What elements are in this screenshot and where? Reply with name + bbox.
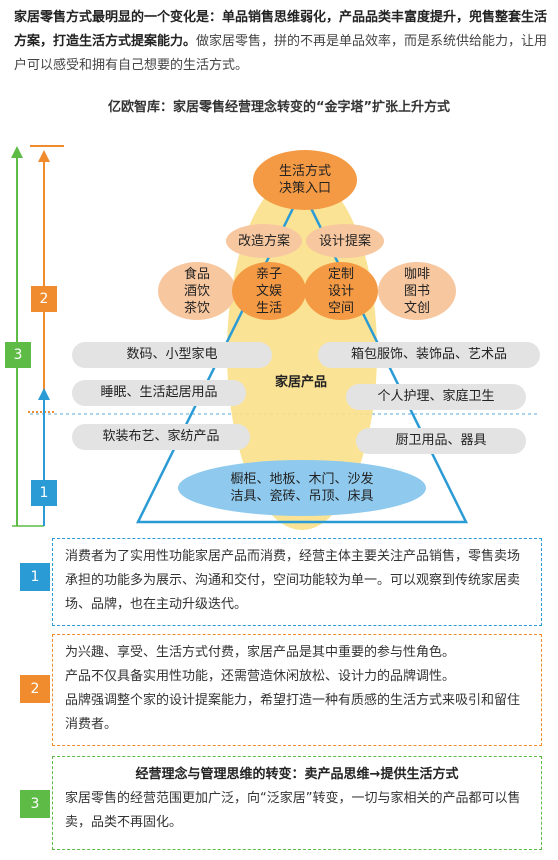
box-tag-1: 1	[20, 563, 50, 591]
box-tag-2: 2	[20, 675, 50, 703]
pill-digital: 数码、小型家电	[72, 342, 272, 368]
intro-normal: 做家居零售，拼的不再是单品效率，而是系统供给能力，让用户可以感受和拥有自己想要的…	[14, 34, 548, 73]
food-node: 食品 酒饮 茶饮	[158, 262, 236, 320]
home-products-label: 家居产品	[274, 374, 327, 390]
box2-line1: 为兴趣、享受、生活方式付费，家居产品是其中重要的参与性角色。	[65, 645, 456, 660]
box3-title: 经营理念与管理思维的转变：卖产品思维→提供生活方式	[135, 767, 459, 782]
arrow-3-head	[11, 146, 23, 158]
explain-box-2: 为兴趣、享受、生活方式付费，家居产品是其中重要的参与性角色。 产品不仅具备实用性…	[52, 634, 542, 746]
pill-sleep: 睡眠、生活起居用品	[72, 380, 246, 406]
arrow-label-1: 1	[31, 480, 57, 506]
design-proposal-node: 设计提案	[306, 224, 384, 258]
pill-kitchen: 厨卫用品、器具	[356, 428, 526, 454]
pill-soft: 软装布艺、家纺产品	[72, 424, 250, 450]
box3-text: 家居零售的经营范围更加广泛，向“泛家居”转变，一切与家相关的产品都可以售卖，品类…	[65, 791, 521, 830]
diagram-subtitle: 亿欧智库：家居零售经营理念转变的“金字塔”扩张上升方式	[107, 100, 451, 115]
intro-paragraph: 家居零售方式最明显的一个变化是：单品销售思维弱化，产品品类丰富度提升，兜售整套生…	[14, 6, 550, 78]
pill-luggage: 箱包服饰、装饰品、艺术品	[318, 342, 540, 368]
renovation-node: 改造方案	[226, 224, 302, 258]
box-tag-3: 3	[20, 790, 50, 818]
box2-line2: 产品不仅具备实用性功能，还需营造休闲放松、设计力的品牌调性。	[65, 669, 456, 684]
custom-space-node: 定制 设计 空间	[304, 262, 378, 320]
base-products-node: 橱柜、地板、木门、沙发 洁具、瓷砖、吊顶、床具	[178, 460, 426, 516]
family-node: 亲子 文娱 生活	[232, 262, 306, 320]
arrow-label-2: 2	[31, 286, 57, 312]
lifestyle-entry-node: 生活方式 决策入口	[253, 150, 357, 210]
arrow-1-head	[38, 388, 50, 400]
arrow-label-3: 3	[5, 342, 31, 368]
culture-node: 咖啡 图书 文创	[378, 262, 456, 320]
box2-line3: 品牌强调整个家的设计提案能力，希望打造一种有质感的生活方式来吸引和留住消费者。	[65, 693, 521, 732]
intro-bold-2: 兜售整套生活方案，打造生活方式提案能力。	[14, 10, 548, 49]
intro-bold-1: 家居零售方式最明显的一个变化是：单品销售思维弱化，产品品类丰富度提升，	[14, 10, 470, 25]
explain-box-1: 消费者为了实用性功能家居产品而消费，经营主体主要关注产品销售，零售卖场承担的功能…	[52, 538, 542, 626]
arrow-2-head	[38, 150, 50, 162]
explain-box-3: 经营理念与管理思维的转变：卖产品思维→提供生活方式 家居零售的经营范围更加广泛，…	[52, 756, 542, 850]
pill-care: 个人护理、家庭卫生	[346, 384, 526, 410]
